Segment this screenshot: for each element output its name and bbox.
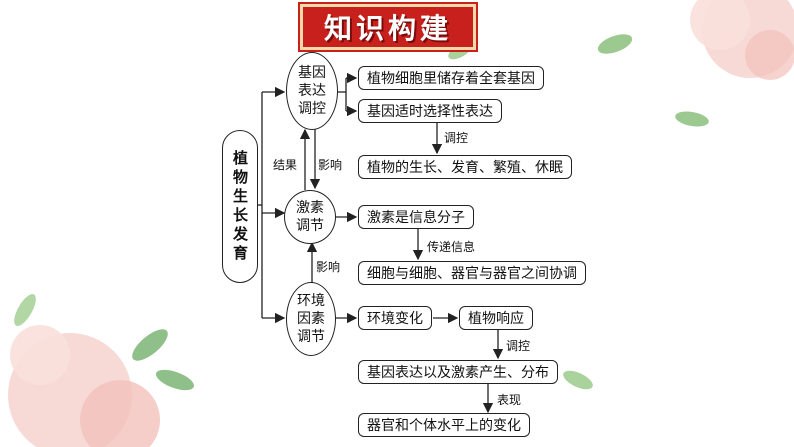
edge-label-regulate-env: 调控 <box>506 339 531 353</box>
env-item-change: 环境变化 <box>358 306 432 330</box>
edge-label-result: 结果 <box>273 158 298 172</box>
env-item-response: 植物响应 <box>459 306 533 330</box>
hormone-regulation-label: 激素调节 <box>296 200 324 234</box>
edge-label-transmit: 传递信息 <box>427 240 476 254</box>
leaf-icon <box>675 111 709 127</box>
edge-label-manifest: 表现 <box>497 393 522 407</box>
page-title: 知识构建 <box>323 12 452 45</box>
gene-item-selective-expression: 基因适时选择性表达 <box>358 99 502 123</box>
environment-regulation-node: 环境因素调节 <box>286 282 336 356</box>
title-banner: 知识构建 <box>300 4 476 50</box>
flower-decoration-bottom-left <box>8 294 194 447</box>
hormone-item-coordination: 细胞与细胞、器官与器官之间协调 <box>358 261 586 285</box>
hormone-regulation-node: 激素调节 <box>284 190 336 244</box>
root-node: 植物生长发育 <box>222 130 258 283</box>
root-label: 植物生长发育 <box>231 149 249 264</box>
edge-label-regulate: 调控 <box>444 131 469 145</box>
gene-item-growth: 植物的生长、发育、繁殖、休眠 <box>358 155 572 179</box>
edge-label-influence: 影响 <box>318 158 343 172</box>
leaf-icon <box>597 34 633 54</box>
gene-regulation-node: 基因表达调控 <box>286 52 338 130</box>
hormone-item-info-molecule: 激素是信息分子 <box>358 205 474 229</box>
env-item-expression: 基因表达以及激素产生、分布 <box>358 360 558 384</box>
environment-regulation-label: 环境因素调节 <box>297 293 325 345</box>
leaf-icon <box>563 370 593 390</box>
gene-item-full-genome: 植物细胞里储存着全套基因 <box>358 66 544 90</box>
env-item-organ-change: 器官和个体水平上的变化 <box>358 413 530 437</box>
gene-regulation-label: 基因表达调控 <box>298 65 326 117</box>
flower-decoration-top-right <box>690 0 794 80</box>
edge-label-influence-env: 影响 <box>316 260 341 274</box>
